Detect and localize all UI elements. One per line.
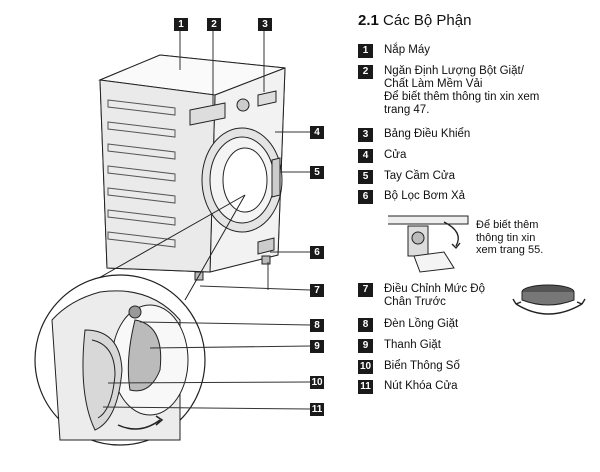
callout-4: 4 xyxy=(310,126,324,139)
item-label: Điều Chỉnh Mức Độ xyxy=(384,283,486,295)
item-label: Biển Thông Số xyxy=(384,360,460,372)
item-label: Cửa xyxy=(384,149,407,161)
callout-10: 10 xyxy=(310,376,324,389)
section-heading: 2.1 Các Bộ Phận xyxy=(358,12,471,29)
item-number: 10 xyxy=(358,360,373,374)
item-number: 2 xyxy=(358,65,373,79)
section-title: Các Bộ Phận xyxy=(383,12,472,29)
item-label: Bộ Lọc Bơm Xả xyxy=(384,190,466,202)
pump-filter-illustration xyxy=(388,215,469,273)
item-label: Nắp Máy xyxy=(384,44,431,56)
item-number: 1 xyxy=(358,44,373,58)
item-number: 11 xyxy=(358,380,373,394)
callout-2: 2 xyxy=(207,18,221,31)
adjustable-foot-illustration xyxy=(512,284,586,315)
callout-5: 5 xyxy=(310,166,324,179)
item-label: Để biết thêm thông tin xin xem xyxy=(384,91,540,103)
item-label: Chất Làm Mềm Vải xyxy=(384,78,483,90)
washing-machine-diagram: 1 2 3 4 5 6 7 8 9 10 11 xyxy=(34,18,324,446)
callout-3: 3 xyxy=(258,18,272,31)
item-label: Ngăn Định Lượng Bột Giặt/ xyxy=(384,65,524,77)
item-number: 3 xyxy=(358,128,373,142)
filter-note-line: Để biết thêm xyxy=(476,219,539,231)
washing-machine-illustration xyxy=(34,27,311,446)
item-number: 8 xyxy=(358,318,373,332)
item-number: 6 xyxy=(358,190,373,204)
item-number: 5 xyxy=(358,170,373,184)
callout-9: 9 xyxy=(310,340,324,353)
item-number: 4 xyxy=(358,149,373,163)
item-label: Thanh Giặt xyxy=(384,339,441,351)
filter-note-line: xem trang 55. xyxy=(476,244,544,256)
filter-note: Để biết thêm thông tin xin xem trang 55. xyxy=(476,219,543,257)
callout-7: 7 xyxy=(310,284,324,297)
section-number: 2.1 xyxy=(358,12,379,29)
item-label: Chân Trước xyxy=(384,296,446,308)
callout-1: 1 xyxy=(174,18,188,31)
callout-6: 6 xyxy=(310,246,324,259)
item-number: 7 xyxy=(358,283,373,297)
item-label: Nút Khóa Cửa xyxy=(384,380,458,392)
item-label: Bảng Điều Khiển xyxy=(384,128,471,140)
filter-note-line: thông tin xin xyxy=(476,231,536,244)
item-number: 9 xyxy=(358,339,373,353)
item-label: Đèn Lồng Giặt xyxy=(384,318,459,330)
item-label: trang 47. xyxy=(384,104,430,116)
callout-8: 8 xyxy=(310,319,324,332)
item-label: Tay Cầm Cửa xyxy=(384,170,455,182)
callout-11: 11 xyxy=(310,403,324,416)
